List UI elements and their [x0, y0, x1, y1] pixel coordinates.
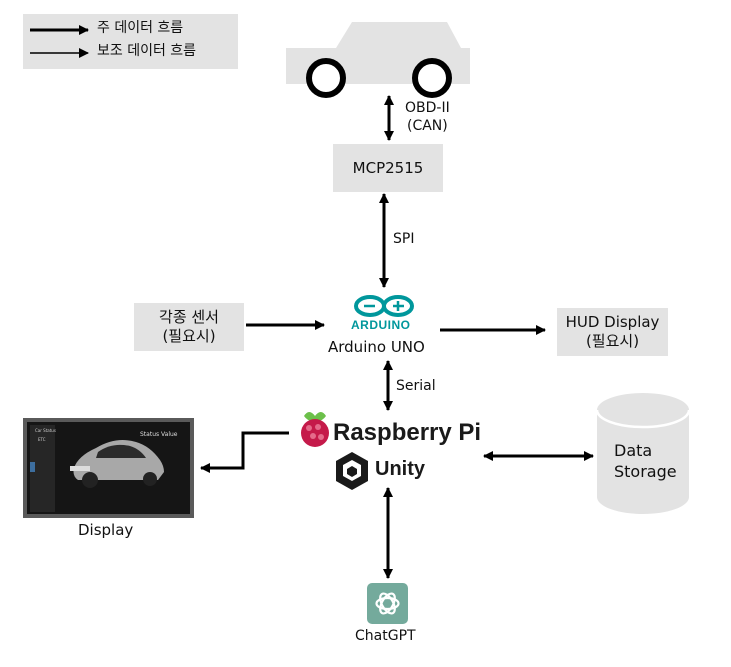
- mcp2515-box: MCP2515: [333, 144, 443, 192]
- car-icon: [286, 22, 470, 98]
- hud-box: HUD Display (필요시): [557, 308, 668, 356]
- screen-header: Status Value: [140, 431, 178, 438]
- hud-line2: (필요시): [585, 332, 640, 350]
- car-link-label: OBD-II (CAN): [405, 99, 450, 135]
- legend-primary-label: 주 데이터 흐름: [97, 20, 184, 36]
- legend-secondary-label: 보조 데이터 흐름: [97, 43, 197, 59]
- raspberry-pi-label: Raspberry Pi: [333, 419, 482, 446]
- car-image-icon: [70, 440, 164, 488]
- arduino-logo-icon: [354, 295, 414, 317]
- display-screenshot: [23, 418, 194, 518]
- arrow-raspberry-display: [200, 431, 289, 473]
- arduino-logo-text: ARDUINO: [351, 318, 411, 332]
- unity-label: Unity: [375, 458, 425, 480]
- screen-side-item: ETC: [38, 437, 46, 442]
- car-link-line1: OBD-II: [405, 100, 450, 116]
- chatgpt-icon: [367, 583, 408, 624]
- sensor-line2: (필요시): [162, 327, 216, 345]
- serial-label: Serial: [396, 378, 436, 394]
- storage-cylinder-icon: [595, 393, 691, 514]
- display-label: Display: [78, 521, 134, 539]
- mcp2515-label: MCP2515: [352, 158, 424, 177]
- storage-line2: Storage: [614, 462, 677, 481]
- hud-line1: HUD Display: [565, 313, 660, 331]
- sensor-line1: 각종 센서: [159, 308, 219, 326]
- sensor-box: 각종 센서 (필요시): [134, 303, 244, 351]
- storage-line1: Data: [614, 441, 653, 460]
- unity-icon: [336, 452, 368, 490]
- raspberry-pi-icon: [301, 412, 329, 447]
- chatgpt-label: ChatGPT: [355, 628, 416, 644]
- spi-label: SPI: [393, 231, 415, 247]
- arduino-label: Arduino UNO: [328, 338, 425, 356]
- storage-label: Data Storage: [614, 440, 677, 482]
- car-link-line2: (CAN): [406, 118, 448, 134]
- legend-box: [23, 14, 238, 69]
- screen-side-title: Car Status: [35, 428, 56, 433]
